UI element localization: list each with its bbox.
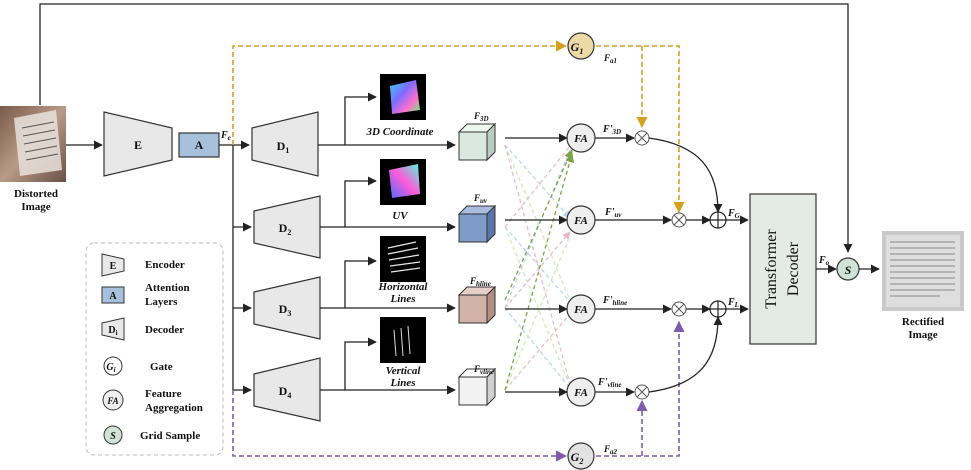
attention-label: A [195, 138, 204, 152]
feature-cube-3d [457, 122, 497, 162]
svg-text:Gi: Gi [106, 362, 115, 374]
svg-text:D3: D3 [279, 302, 292, 318]
fa-node-4: FA [566, 377, 596, 407]
distorted-image [0, 106, 66, 182]
f3d-label: F3D [473, 111, 489, 123]
gate2-output-path [596, 320, 685, 457]
legend-gate: Gi Gate [103, 356, 173, 376]
gate1-output-path [596, 45, 685, 214]
decoder3-output-label-line1: Horizontal [378, 281, 429, 293]
svg-text:E: E [110, 261, 117, 272]
feature-cube-hline [457, 285, 497, 325]
uv-map [380, 159, 426, 205]
fe-label: Fe [220, 130, 231, 142]
gate2-label: G2 [571, 450, 584, 466]
legend-encoder: E Encoder [101, 253, 185, 277]
svg-text:D1: D1 [277, 139, 290, 155]
fhline-prime-label: F'hline [602, 295, 627, 307]
gate1-input-path [232, 40, 568, 145]
encoder-label: E [134, 138, 142, 152]
multiply-node-1 [634, 130, 650, 146]
attention-block [178, 132, 220, 158]
grid-sample-label: S [845, 263, 852, 277]
fa2-label: Fa2 [603, 444, 618, 456]
fhline-label: Fhline [469, 276, 491, 288]
svg-text:Layers: Layers [145, 296, 178, 308]
f3d-prime-label: F'3D [602, 124, 621, 136]
svg-text:FA: FA [573, 215, 588, 227]
fuv-label: Fuv [473, 193, 488, 205]
gate1-label: G1 [571, 40, 584, 56]
fvline-label: Fvline [473, 364, 494, 376]
fa-node-2: FA [566, 205, 596, 235]
3d-coordinate-map [380, 74, 426, 120]
decoder2-output-label: UV [392, 210, 409, 222]
cross-connections [504, 144, 575, 391]
rectified-image [882, 231, 964, 311]
transformer-label-line2: Decoder [785, 241, 802, 296]
multiply-node-3 [671, 301, 687, 317]
add-node-global [709, 211, 727, 229]
decoder-4: D4 [253, 357, 321, 422]
decoder-3: D3 [253, 276, 321, 340]
decoder4-output-label-line1: Vertical [386, 365, 422, 377]
output-label-line2: Image [908, 329, 937, 341]
svg-text:FA: FA [573, 304, 588, 316]
decoder3-output-label-line2: Lines [389, 293, 415, 305]
feature-cube-vline [457, 367, 497, 407]
fg-label: FG [727, 208, 740, 220]
svg-text:S: S [110, 431, 116, 442]
decoder4-output-label-line2: Lines [389, 377, 415, 389]
legend-decoder: Di Decoder [101, 317, 184, 341]
add-node-local [709, 300, 727, 318]
fl-label: FL [727, 297, 739, 309]
legend-feature-aggregation: FA Feature Aggregation [102, 388, 203, 414]
multiply-node-4 [634, 384, 650, 400]
gate1-node [567, 32, 595, 60]
vertical-lines-map [380, 317, 426, 363]
svg-text:FA: FA [573, 133, 588, 145]
feature-cube-uv [457, 204, 497, 244]
transformer-label-line1: Transformer [763, 229, 780, 309]
decoder-2: D2 [253, 195, 321, 259]
decoder-1: D1 [251, 111, 319, 177]
input-label-line2: Image [21, 201, 50, 213]
legend-attention: A Attention Layers [101, 282, 190, 308]
horizontal-lines-map [380, 236, 426, 282]
svg-text:FA: FA [573, 387, 588, 399]
svg-text:Attention: Attention [145, 282, 190, 294]
fa-node-3: FA [566, 294, 596, 324]
svg-text:Feature: Feature [145, 388, 182, 400]
encoder-block [103, 111, 173, 177]
transformer-decoder-block [749, 193, 817, 345]
fa1-label: Fa1 [603, 53, 617, 65]
svg-text:Gate: Gate [150, 361, 173, 373]
legend-grid-sample: S Grid Sample [103, 425, 200, 445]
output-label-line1: Rectified [902, 316, 944, 328]
svg-text:Aggregation: Aggregation [145, 402, 203, 414]
decoder1-output-label: 3D Coordinate [366, 126, 434, 138]
fuv-prime-label: F'uv [604, 207, 622, 219]
gate2-node [567, 442, 595, 470]
input-label-line1: Distorted [14, 188, 58, 200]
multiply-node-2 [671, 212, 687, 228]
gate2-input-path [232, 390, 568, 462]
svg-text:Encoder: Encoder [145, 259, 185, 271]
svg-text:D2: D2 [279, 221, 292, 237]
svg-text:Grid Sample: Grid Sample [140, 430, 200, 442]
svg-text:Decoder: Decoder [145, 324, 184, 336]
svg-text:A: A [109, 291, 117, 302]
fa-node-1: FA [566, 123, 596, 153]
fo-label: Fo [818, 255, 830, 267]
fvline-prime-label: F'vline [597, 377, 621, 389]
svg-text:D4: D4 [279, 384, 292, 400]
svg-text:Di: Di [108, 325, 117, 337]
svg-text:FA: FA [106, 396, 118, 406]
skip-connection-line [39, 3, 853, 253]
